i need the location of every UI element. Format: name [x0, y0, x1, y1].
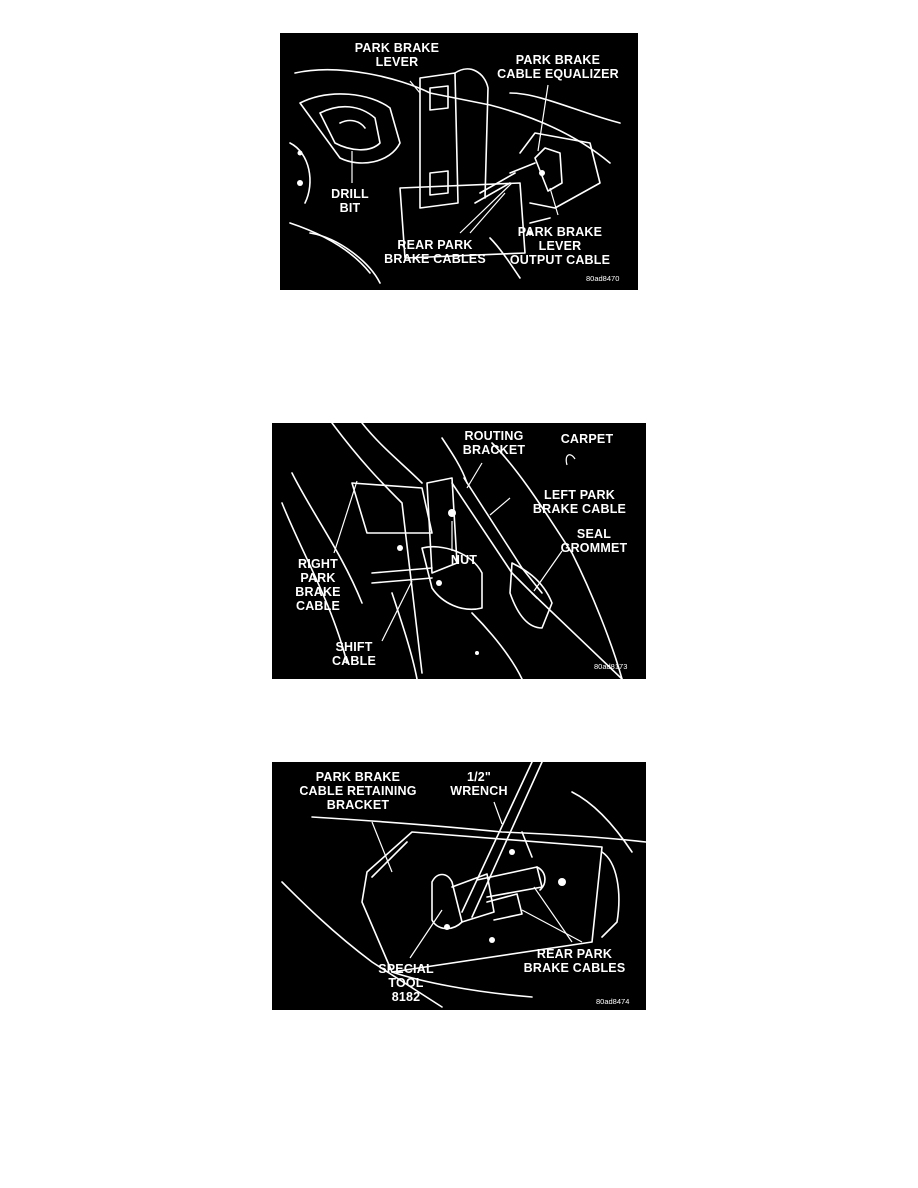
label-drill-bit: DRILL BIT [331, 187, 369, 215]
figure-3-drawing [281, 762, 646, 1008]
figure-special-tool: PARK BRAKE CABLE RETAINING BRACKET 1/2" … [272, 762, 646, 1010]
label-wrench: 1/2" WRENCH [450, 770, 508, 798]
label-rear-park-brake-cables: REAR PARK BRAKE CABLES [384, 238, 486, 266]
label-cable-retaining-bracket: PARK BRAKE CABLE RETAINING BRACKET [299, 770, 417, 812]
label-routing-bracket: ROUTING BRACKET [462, 429, 526, 457]
label-shift-cable: SHIFT CABLE [331, 640, 377, 668]
label-output-cable: PARK BRAKE LEVER OUTPUT CABLE [509, 225, 611, 267]
figure-code: 80ad8173 [594, 662, 628, 671]
label-park-brake-lever: PARK BRAKE LEVER [354, 41, 440, 69]
label-nut: NUT [450, 553, 478, 567]
figure-code: 80ad8474 [596, 997, 630, 1006]
label-right-park-brake-cable: RIGHT PARK BRAKE CABLE [295, 557, 341, 613]
label-carpet: CARPET [560, 432, 614, 446]
label-seal-grommet: SEAL GROMMET [560, 527, 628, 555]
figure-code: 80ad8470 [586, 274, 620, 283]
figure-routing-bracket: ROUTING BRACKET CARPET LEFT PARK BRAKE C… [272, 423, 646, 679]
label-left-park-brake-cable: LEFT PARK BRAKE CABLE [532, 488, 627, 516]
label-special-tool: SPECIAL TOOL 8182 [378, 962, 434, 1004]
label-rear-park-brake-cables: REAR PARK BRAKE CABLES [523, 947, 626, 975]
figure-park-brake-lever: PARK BRAKE LEVER PARK BRAKE CABLE EQUALI… [280, 33, 638, 290]
figure-1-drawing [289, 68, 621, 284]
figure-2-drawing [281, 423, 623, 679]
label-cable-equalizer: PARK BRAKE CABLE EQUALIZER [497, 53, 619, 81]
